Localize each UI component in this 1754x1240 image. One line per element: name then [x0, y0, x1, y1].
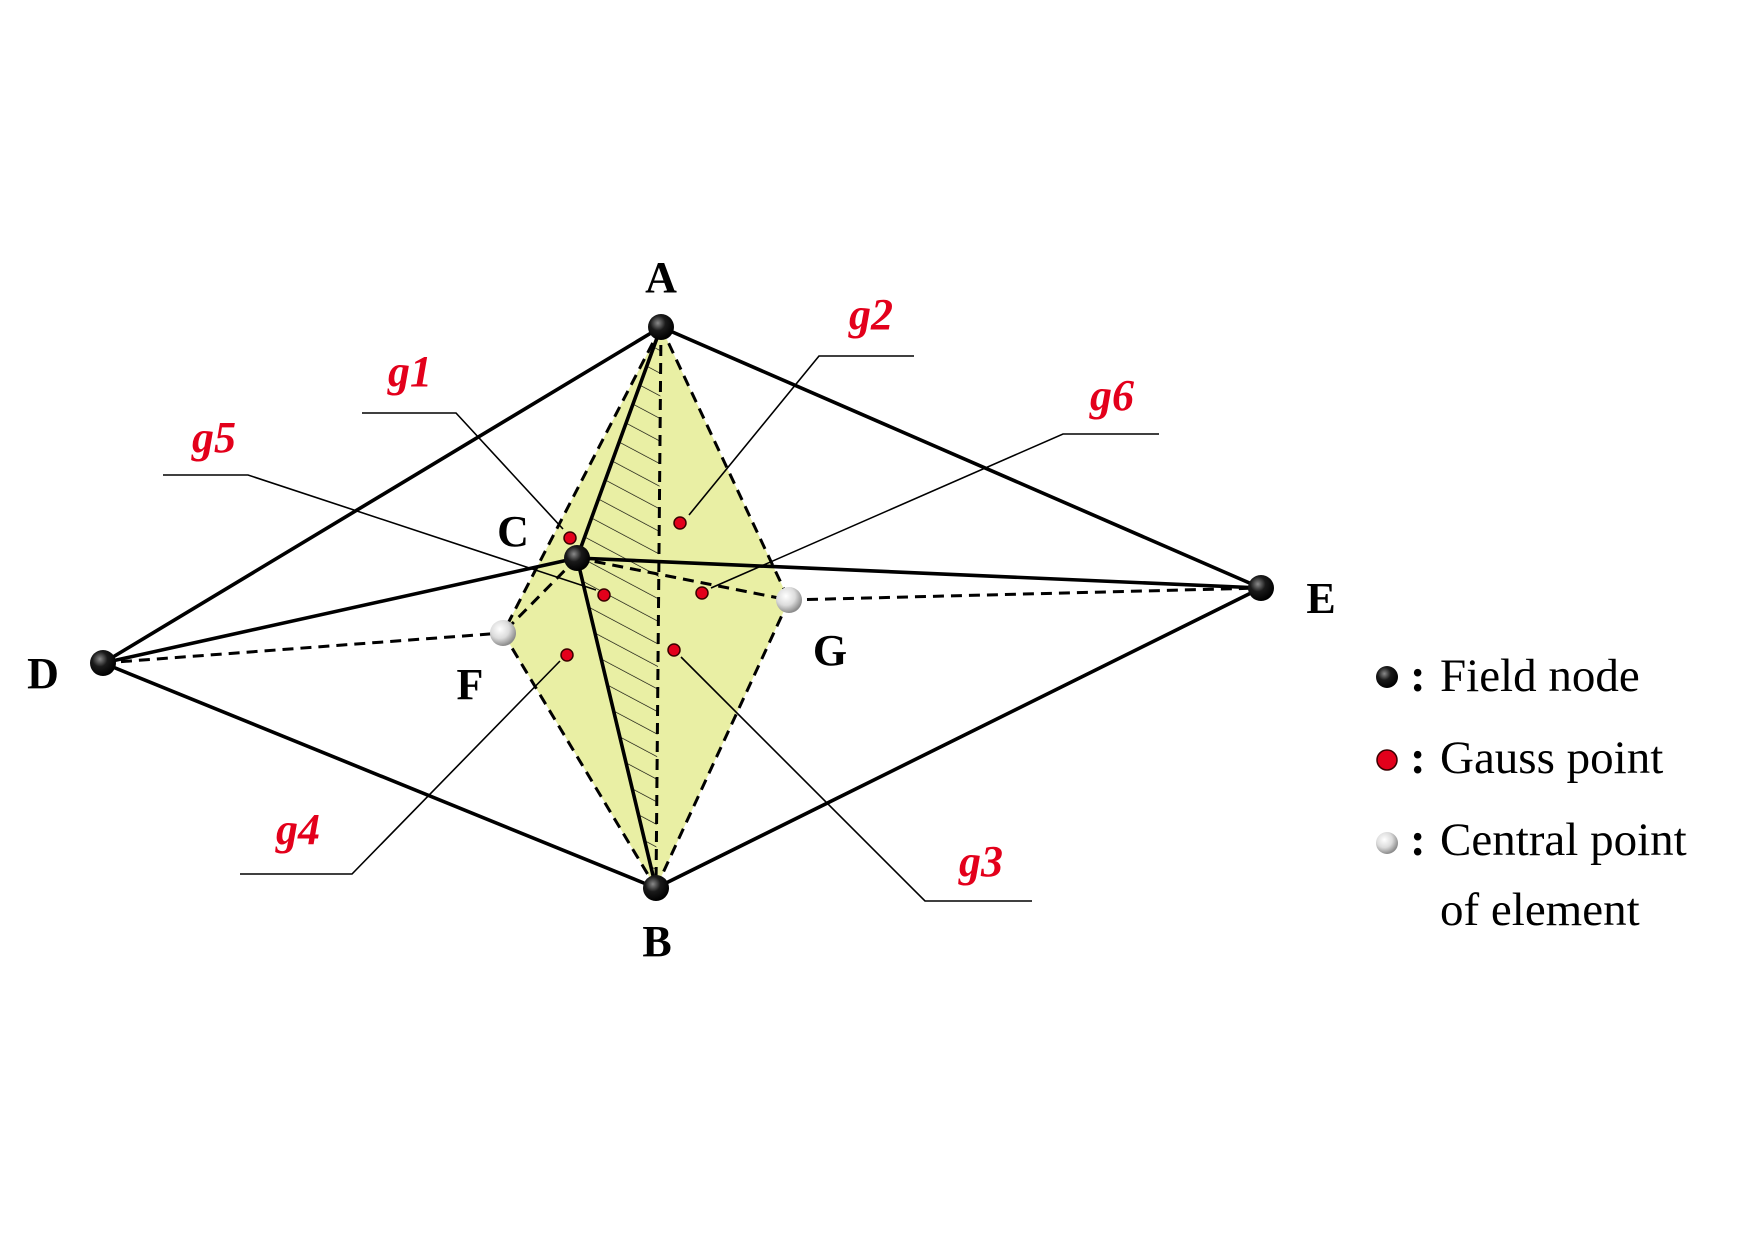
- leader-g4: [240, 660, 561, 875]
- node-label-g: G: [813, 626, 847, 675]
- legend-separator: :: [1410, 650, 1426, 702]
- leader-g1: [362, 412, 564, 530]
- node-label-e: E: [1306, 574, 1335, 623]
- legend-gauss-point-icon: [1376, 749, 1398, 771]
- legend-separator: :: [1410, 814, 1426, 866]
- field-node-c: [564, 545, 590, 571]
- edge-g-e-dashed: [788, 586, 1262, 602]
- field-node-e: [1248, 575, 1274, 601]
- gauss-point-g4: [560, 648, 574, 662]
- field-node-d: [90, 650, 116, 676]
- edge-d-c: [101, 556, 579, 665]
- gauss-label-g2: g2: [848, 290, 893, 339]
- edge-a-e: [659, 325, 1263, 590]
- gauss-label-g4: g4: [275, 805, 320, 854]
- gauss-label-g6: g6: [1089, 371, 1134, 420]
- gauss-label-g5: g5: [191, 413, 236, 462]
- legend-gauss-point-label: Gauss point: [1440, 732, 1663, 784]
- edge-c-e: [575, 556, 1263, 590]
- edge-a-g-dashed: [659, 326, 791, 601]
- legend-central-point-icon: [1376, 832, 1398, 854]
- node-label-a: A: [645, 253, 677, 302]
- field-node-a: [648, 314, 674, 340]
- gauss-label-g1: g1: [387, 347, 432, 396]
- legend-field-node-label: Field node: [1440, 650, 1640, 702]
- gauss-label-g3: g3: [958, 837, 1003, 886]
- gauss-point-g3: [667, 643, 681, 657]
- field-node-b: [643, 875, 669, 901]
- edge-a-c: [575, 325, 663, 560]
- edge-c-g-dashed: [576, 556, 790, 602]
- hatched-region: [577, 327, 661, 888]
- leader-g2: [688, 355, 914, 516]
- edge-d-f-dashed: [102, 631, 504, 665]
- edge-d-b: [101, 661, 658, 890]
- edge-a-f-dashed: [501, 326, 663, 634]
- edge-a-b-dashed: [654, 326, 663, 889]
- legend-field-node-icon: [1376, 666, 1398, 688]
- leader-g6: [710, 433, 1159, 589]
- node-label-c: C: [497, 507, 529, 556]
- leader-g3: [680, 656, 1032, 902]
- node-label-d: D: [27, 649, 59, 698]
- node-label-f: F: [457, 660, 484, 709]
- legend-separator: :: [1410, 732, 1426, 784]
- edge-a-d: [101, 325, 663, 665]
- node-label-b: B: [642, 917, 671, 966]
- edge-e-b: [654, 586, 1263, 890]
- central-point-f: [490, 620, 516, 646]
- edge-c-b: [575, 556, 658, 890]
- gauss-point-g5: [597, 588, 611, 602]
- legend-central-point-label: Central point: [1440, 814, 1687, 866]
- central-point-g: [776, 587, 802, 613]
- legend-central-point-label-line2: of element: [1440, 884, 1640, 936]
- gauss-point-g1: [563, 531, 577, 545]
- legend: : Field node : Gauss point : Central poi…: [1376, 650, 1687, 936]
- gauss-point-g6: [695, 586, 709, 600]
- leader-g5: [163, 474, 597, 591]
- gauss-point-g2: [673, 516, 687, 530]
- edge-f-b-dashed: [501, 632, 658, 889]
